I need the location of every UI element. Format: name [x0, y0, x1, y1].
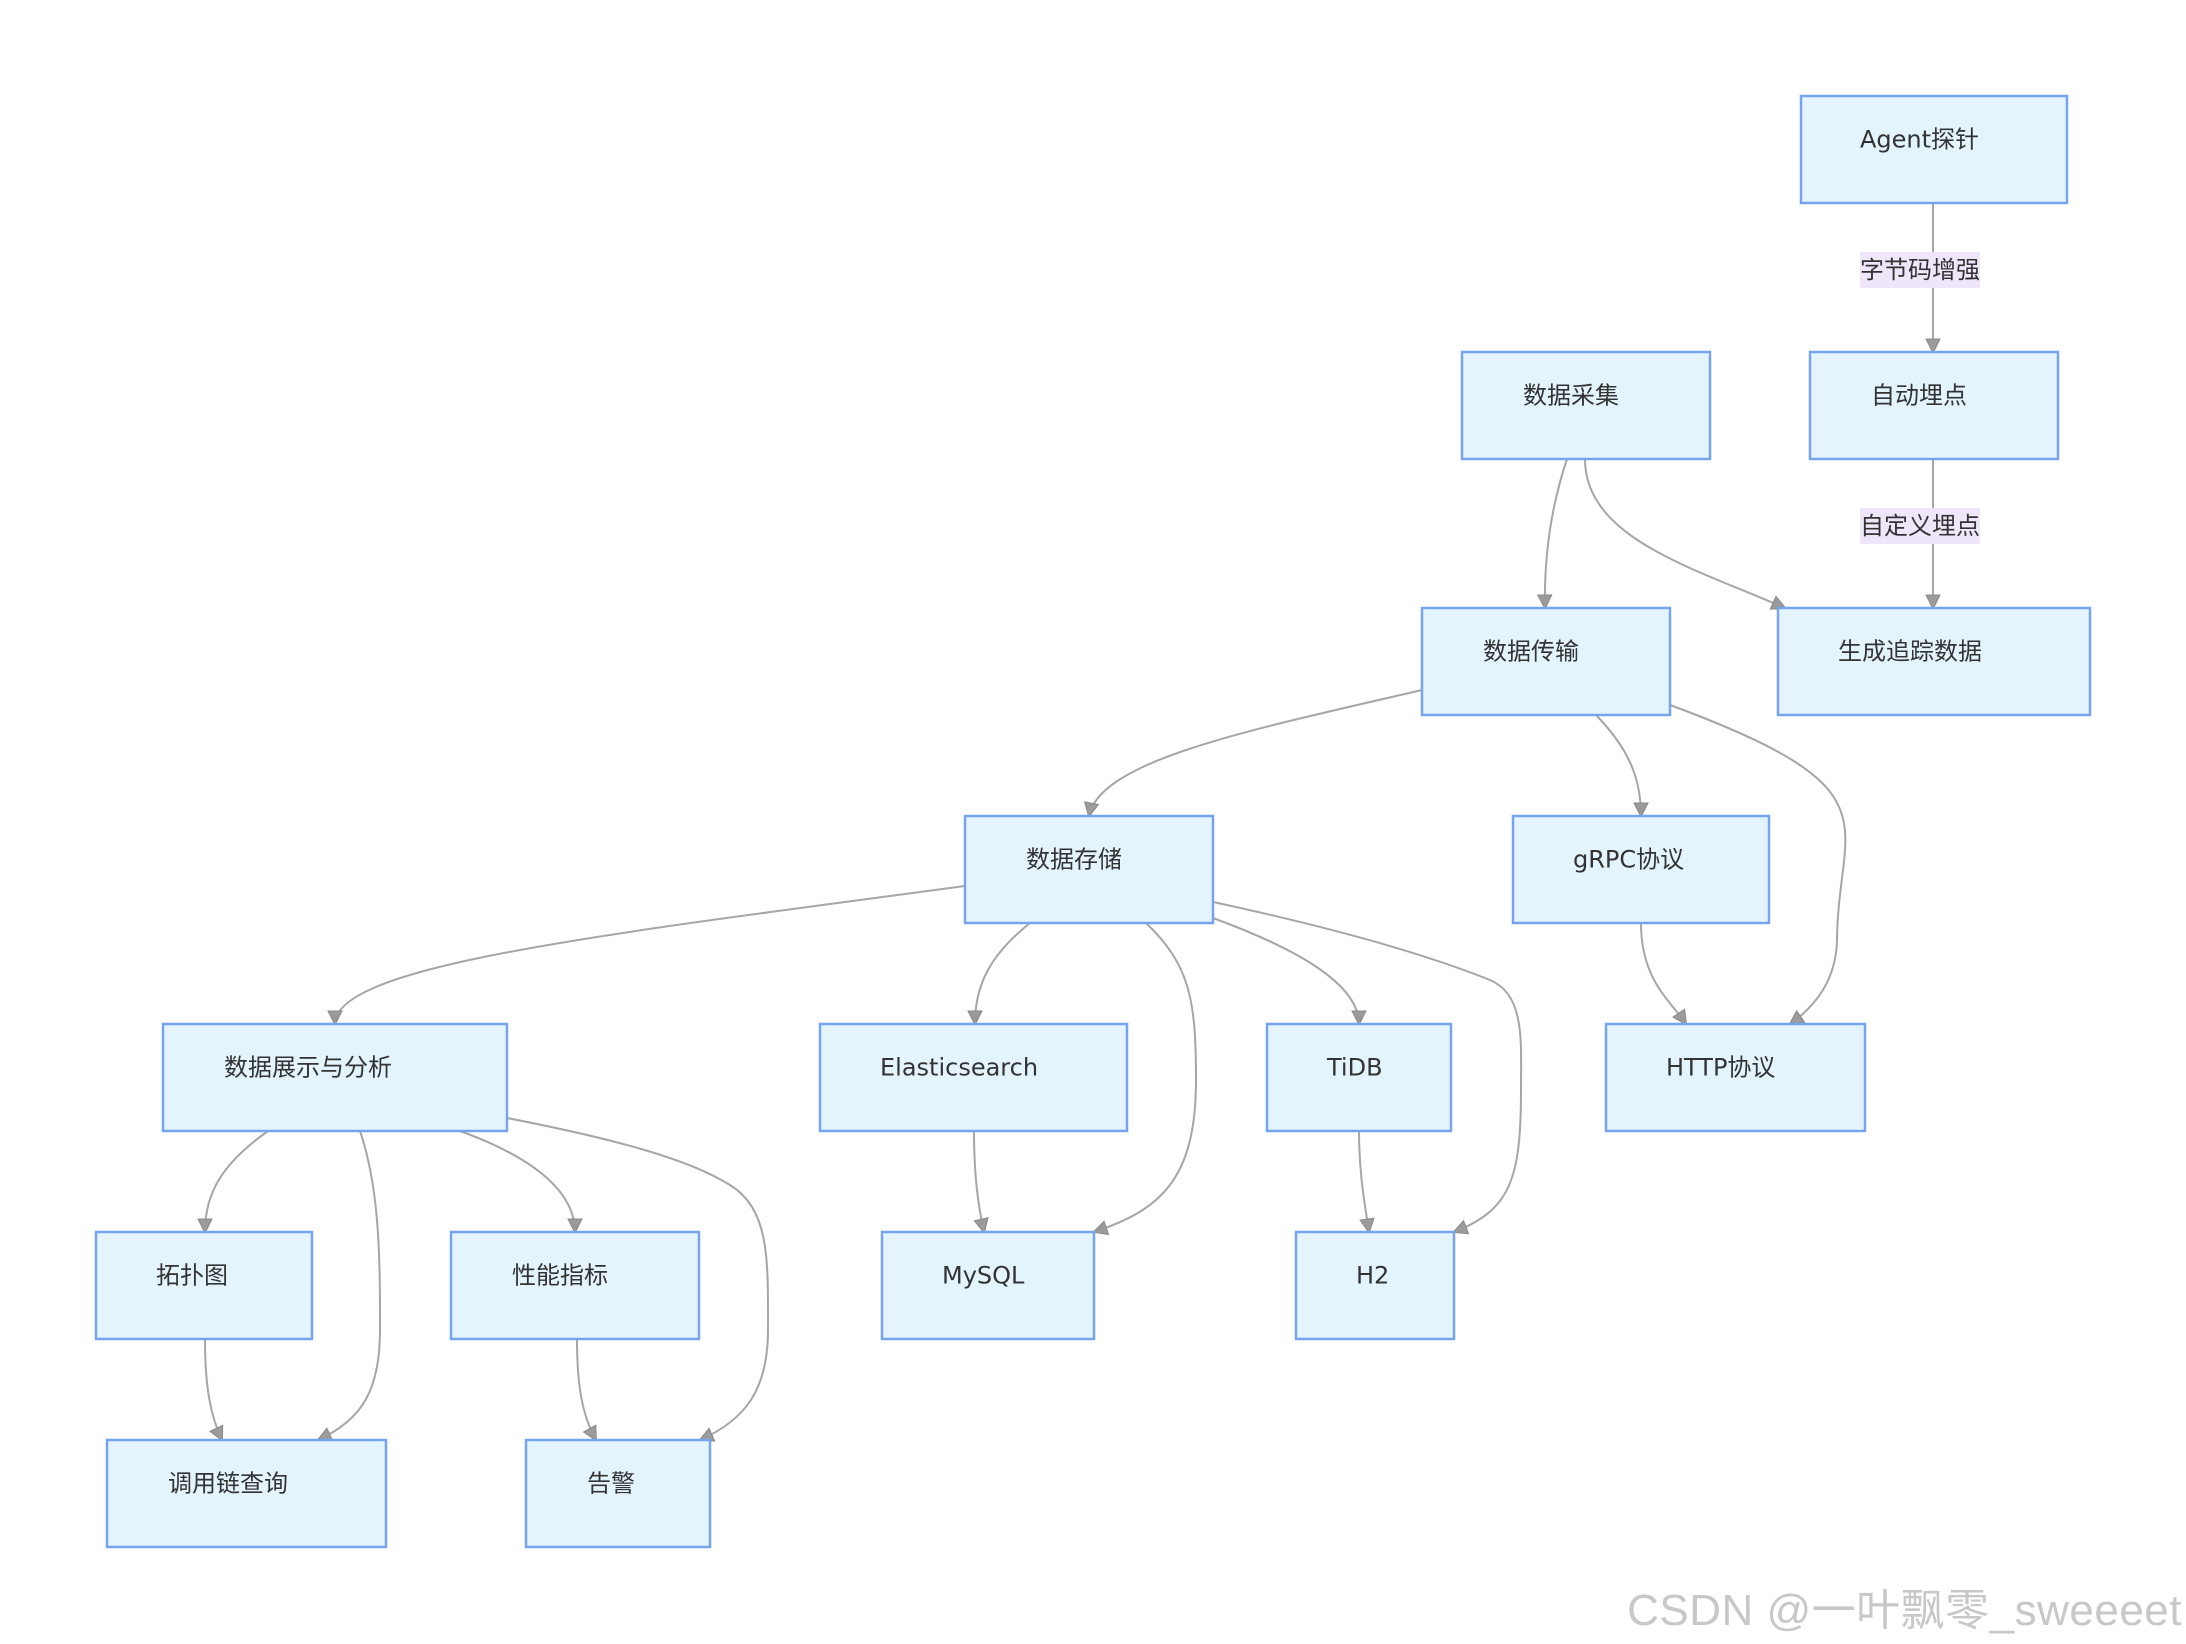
edge-store-to-es: [975, 922, 1031, 1024]
node-es: Elasticsearch: [818, 1022, 1129, 1133]
node-box-store: [963, 814, 1215, 925]
node-box-display: [161, 1022, 509, 1133]
node-box-alarm: [524, 1438, 712, 1549]
edge-display-to-perf: [459, 1130, 575, 1232]
node-label-tidb: TiDB: [1326, 1054, 1383, 1082]
node-agent: Agent探针: [1799, 94, 2069, 205]
node-grpc: gRPC协议: [1511, 814, 1771, 925]
node-box-mysql: [880, 1230, 1096, 1341]
node-box-topo: [94, 1230, 314, 1341]
node-label-display: 数据展示与分析: [224, 1054, 392, 1082]
node-auto: 自动埋点: [1808, 350, 2060, 461]
node-label-auto: 自动埋点: [1871, 382, 1967, 410]
watermark: CSDN @一叶飘零_sweeeet: [1627, 1586, 2182, 1635]
node-box-auto: [1808, 350, 2060, 461]
node-label-agent: Agent探针: [1860, 126, 1979, 154]
edge-store-to-mysql: [1094, 922, 1198, 1232]
edge-es-to-mysql: [973, 1130, 984, 1232]
node-topo: 拓扑图: [94, 1230, 314, 1341]
node-label-topo: 拓扑图: [156, 1262, 228, 1290]
node-label-mysql: MySQL: [942, 1262, 1025, 1290]
node-perf: 性能指标: [449, 1230, 701, 1341]
edge-transfer-to-grpc: [1595, 714, 1641, 816]
node-http: HTTP协议: [1604, 1022, 1867, 1133]
node-label-collect: 数据采集: [1523, 382, 1619, 410]
node-label-es: Elasticsearch: [880, 1054, 1038, 1082]
node-box-trace: [105, 1438, 388, 1549]
node-label-h2: H2: [1356, 1262, 1389, 1290]
node-label-perf: 性能指标: [512, 1262, 608, 1290]
node-alarm: 告警: [524, 1438, 712, 1549]
node-transfer: 数据传输: [1420, 606, 1672, 717]
node-trace: 调用链查询: [105, 1438, 388, 1549]
node-label-alarm: 告警: [587, 1470, 635, 1498]
svg-text:字节码增强: 字节码增强: [1860, 256, 1980, 284]
node-h2: H2: [1294, 1230, 1456, 1341]
node-box-http: [1604, 1022, 1867, 1133]
edge-store-to-h2: [1212, 901, 1523, 1232]
node-box-h2: [1294, 1230, 1456, 1341]
node-box-grpc: [1511, 814, 1771, 925]
node-store: 数据存储: [963, 814, 1215, 925]
node-label-trace: 调用链查询: [168, 1470, 288, 1498]
edge-transfer-to-store: [1089, 689, 1423, 816]
edge-label-auto-to-gen: 自定义埋点: [1860, 508, 1980, 544]
node-label-transfer: 数据传输: [1483, 638, 1579, 666]
edge-perf-to-alarm: [576, 1338, 596, 1440]
node-box-agent: [1799, 94, 2069, 205]
node-display: 数据展示与分析: [161, 1022, 509, 1133]
edge-store-to-tidb: [1212, 917, 1359, 1024]
node-mysql: MySQL: [880, 1230, 1096, 1341]
node-label-http: HTTP协议: [1666, 1054, 1775, 1082]
edge-label-agent-to-auto: 字节码增强: [1860, 252, 1980, 288]
edge-collect-to-transfer: [1545, 458, 1568, 608]
node-box-es: [818, 1022, 1129, 1133]
edge-store-to-display: [335, 885, 966, 1024]
edge-topo-to-trace: [204, 1338, 222, 1440]
node-tidb: TiDB: [1265, 1022, 1453, 1133]
node-collect: 数据采集: [1460, 350, 1712, 461]
edge-collect-to-gen: [1584, 458, 1785, 608]
node-box-tidb: [1265, 1022, 1453, 1133]
node-label-grpc: gRPC协议: [1573, 846, 1684, 874]
node-box-transfer: [1420, 606, 1672, 717]
edge-transfer-to-http: [1669, 704, 1847, 1024]
edge-display-to-topo: [205, 1130, 269, 1232]
node-label-gen: 生成追踪数据: [1838, 638, 1982, 666]
node-box-perf: [449, 1230, 701, 1341]
edge-tidb-to-h2: [1358, 1130, 1369, 1232]
edge-grpc-to-http: [1640, 922, 1686, 1024]
edge-display-to-trace: [318, 1130, 382, 1440]
node-box-gen: [1776, 606, 2092, 717]
node-box-collect: [1460, 350, 1712, 461]
svg-text:自定义埋点: 自定义埋点: [1860, 512, 1980, 540]
node-gen: 生成追踪数据: [1776, 606, 2092, 717]
node-label-store: 数据存储: [1026, 846, 1122, 874]
edge-display-to-alarm: [506, 1117, 770, 1440]
